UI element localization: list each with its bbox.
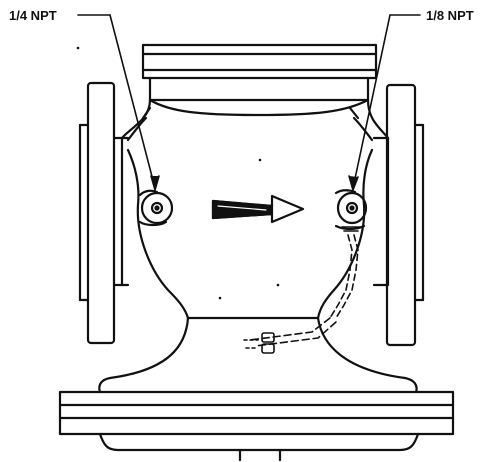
left-tap-label: 1/4 NPT bbox=[9, 8, 57, 23]
right-leader bbox=[348, 14, 421, 191]
left-leader bbox=[77, 14, 160, 191]
base-plate bbox=[58, 390, 455, 462]
top-plate bbox=[141, 43, 378, 102]
right-tap bbox=[334, 189, 368, 231]
flow-arrow-icon bbox=[211, 194, 305, 224]
left-tap bbox=[138, 189, 174, 227]
left-flange bbox=[78, 81, 130, 345]
valve-body bbox=[120, 98, 390, 320]
right-tap-label: 1/8 NPT bbox=[426, 8, 474, 23]
sensing-tube bbox=[243, 226, 363, 354]
right-flange bbox=[372, 83, 425, 347]
neck bbox=[98, 316, 418, 394]
speck-marks bbox=[76, 46, 280, 300]
